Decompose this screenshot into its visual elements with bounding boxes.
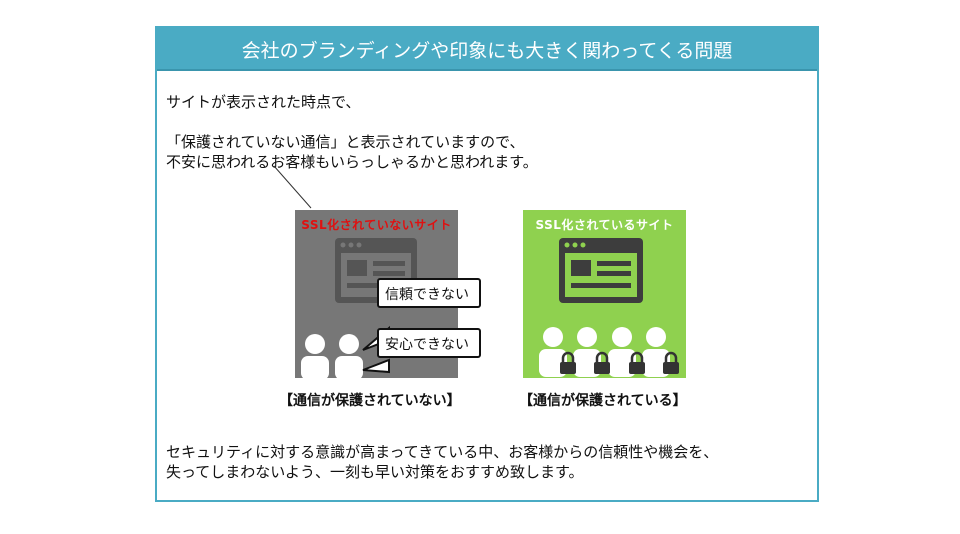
secured-panel-title: SSL化されているサイト: [535, 218, 674, 232]
unsecured-illustration: [301, 238, 417, 378]
content-card: 会社のブランディングや印象にも大きく関わってくる問題 サイトが表示された時点で、…: [155, 26, 819, 502]
closing-line-1: セキュリティに対する意識が高まってきている中、お客様からの信頼性や機会を、: [166, 443, 719, 461]
intro-line-1: サイトが表示された時点で、: [166, 93, 361, 111]
closing-block: セキュリティに対する意識が高まってきている中、お客様からの信頼性や機会を、 失っ…: [166, 442, 718, 482]
speech-bubble-uneasy: 安心できない: [377, 328, 481, 358]
lock-icon: [629, 351, 645, 374]
user-icon: [301, 334, 329, 378]
closing-line-2: 失ってしまわないよう、一刻も早い対策をおすすめ致します。: [166, 463, 584, 481]
user-icon: [335, 334, 363, 378]
browser-window-icon: [559, 238, 643, 303]
leader-line: [273, 165, 312, 209]
unsecured-panel-title: SSL化されていないサイト: [301, 218, 452, 232]
unsecured-caption: 【通信が保護されていない】: [279, 393, 461, 409]
lock-icon: [663, 351, 679, 374]
intro-block: 「保護されていない通信」と表示されていますので、 不安に思われるお客様もいらっし…: [166, 132, 538, 172]
secured-illustration: [539, 238, 679, 377]
page-title: 会社のブランディングや印象にも大きく関わってくる問題: [241, 40, 733, 62]
browser-window-icon: [335, 238, 417, 303]
speech-bubble-distrust: 信頼できない: [377, 278, 481, 308]
lock-icon: [594, 351, 610, 374]
intro-line-3: 不安に思われるお客様もいらっしゃるかと思われます。: [166, 153, 538, 171]
intro-line-2: 「保護されていない通信」と表示されていますので、: [166, 133, 525, 151]
card-header: 会社のブランディングや印象にも大きく関わってくる問題: [157, 28, 817, 71]
secured-caption: 【通信が保護されている】: [519, 393, 687, 409]
lock-icon: [560, 351, 576, 374]
secured-site-panel: SSL化されているサイト: [523, 210, 686, 378]
speech-tail-icon: [362, 358, 390, 374]
